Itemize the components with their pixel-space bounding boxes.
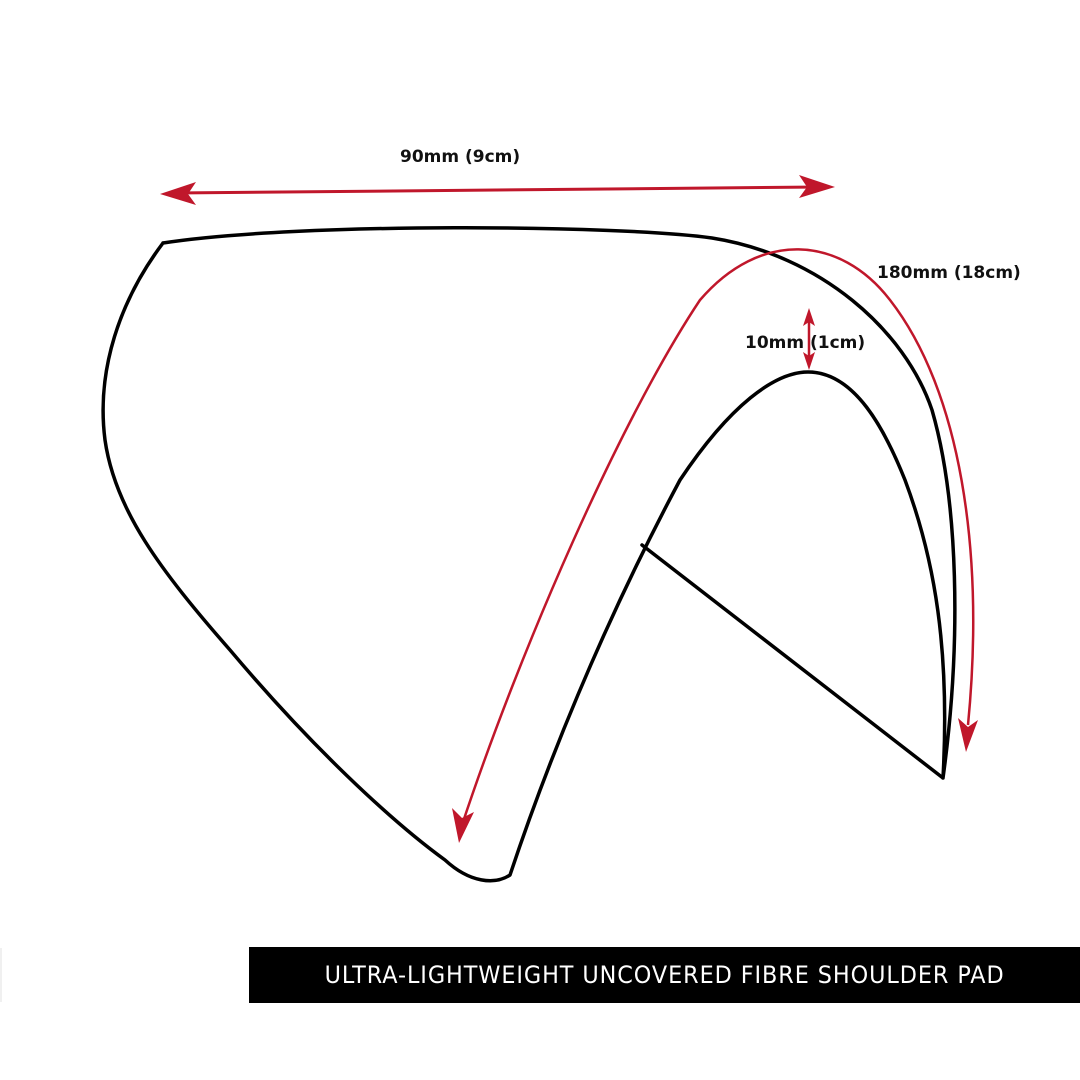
length-dimension-label: 180mm (18cm) (877, 263, 1021, 283)
thickness-dimension-label: 10mm (1cm) (745, 333, 866, 353)
width-dimension-arrow (160, 175, 835, 205)
length-dimension-arrow (452, 248, 978, 843)
pad-outer-outline (101, 226, 957, 883)
product-title-banner: ULTRA-LIGHTWEIGHT UNCOVERED FIBRE SHOULD… (249, 947, 1080, 1003)
width-dimension-label: 90mm (9cm) (400, 147, 521, 167)
left-edge-divider (0, 948, 2, 1002)
product-title: ULTRA-LIGHTWEIGHT UNCOVERED FIBRE SHOULD… (324, 961, 1005, 989)
thickness-dimension-arrow (803, 308, 815, 370)
